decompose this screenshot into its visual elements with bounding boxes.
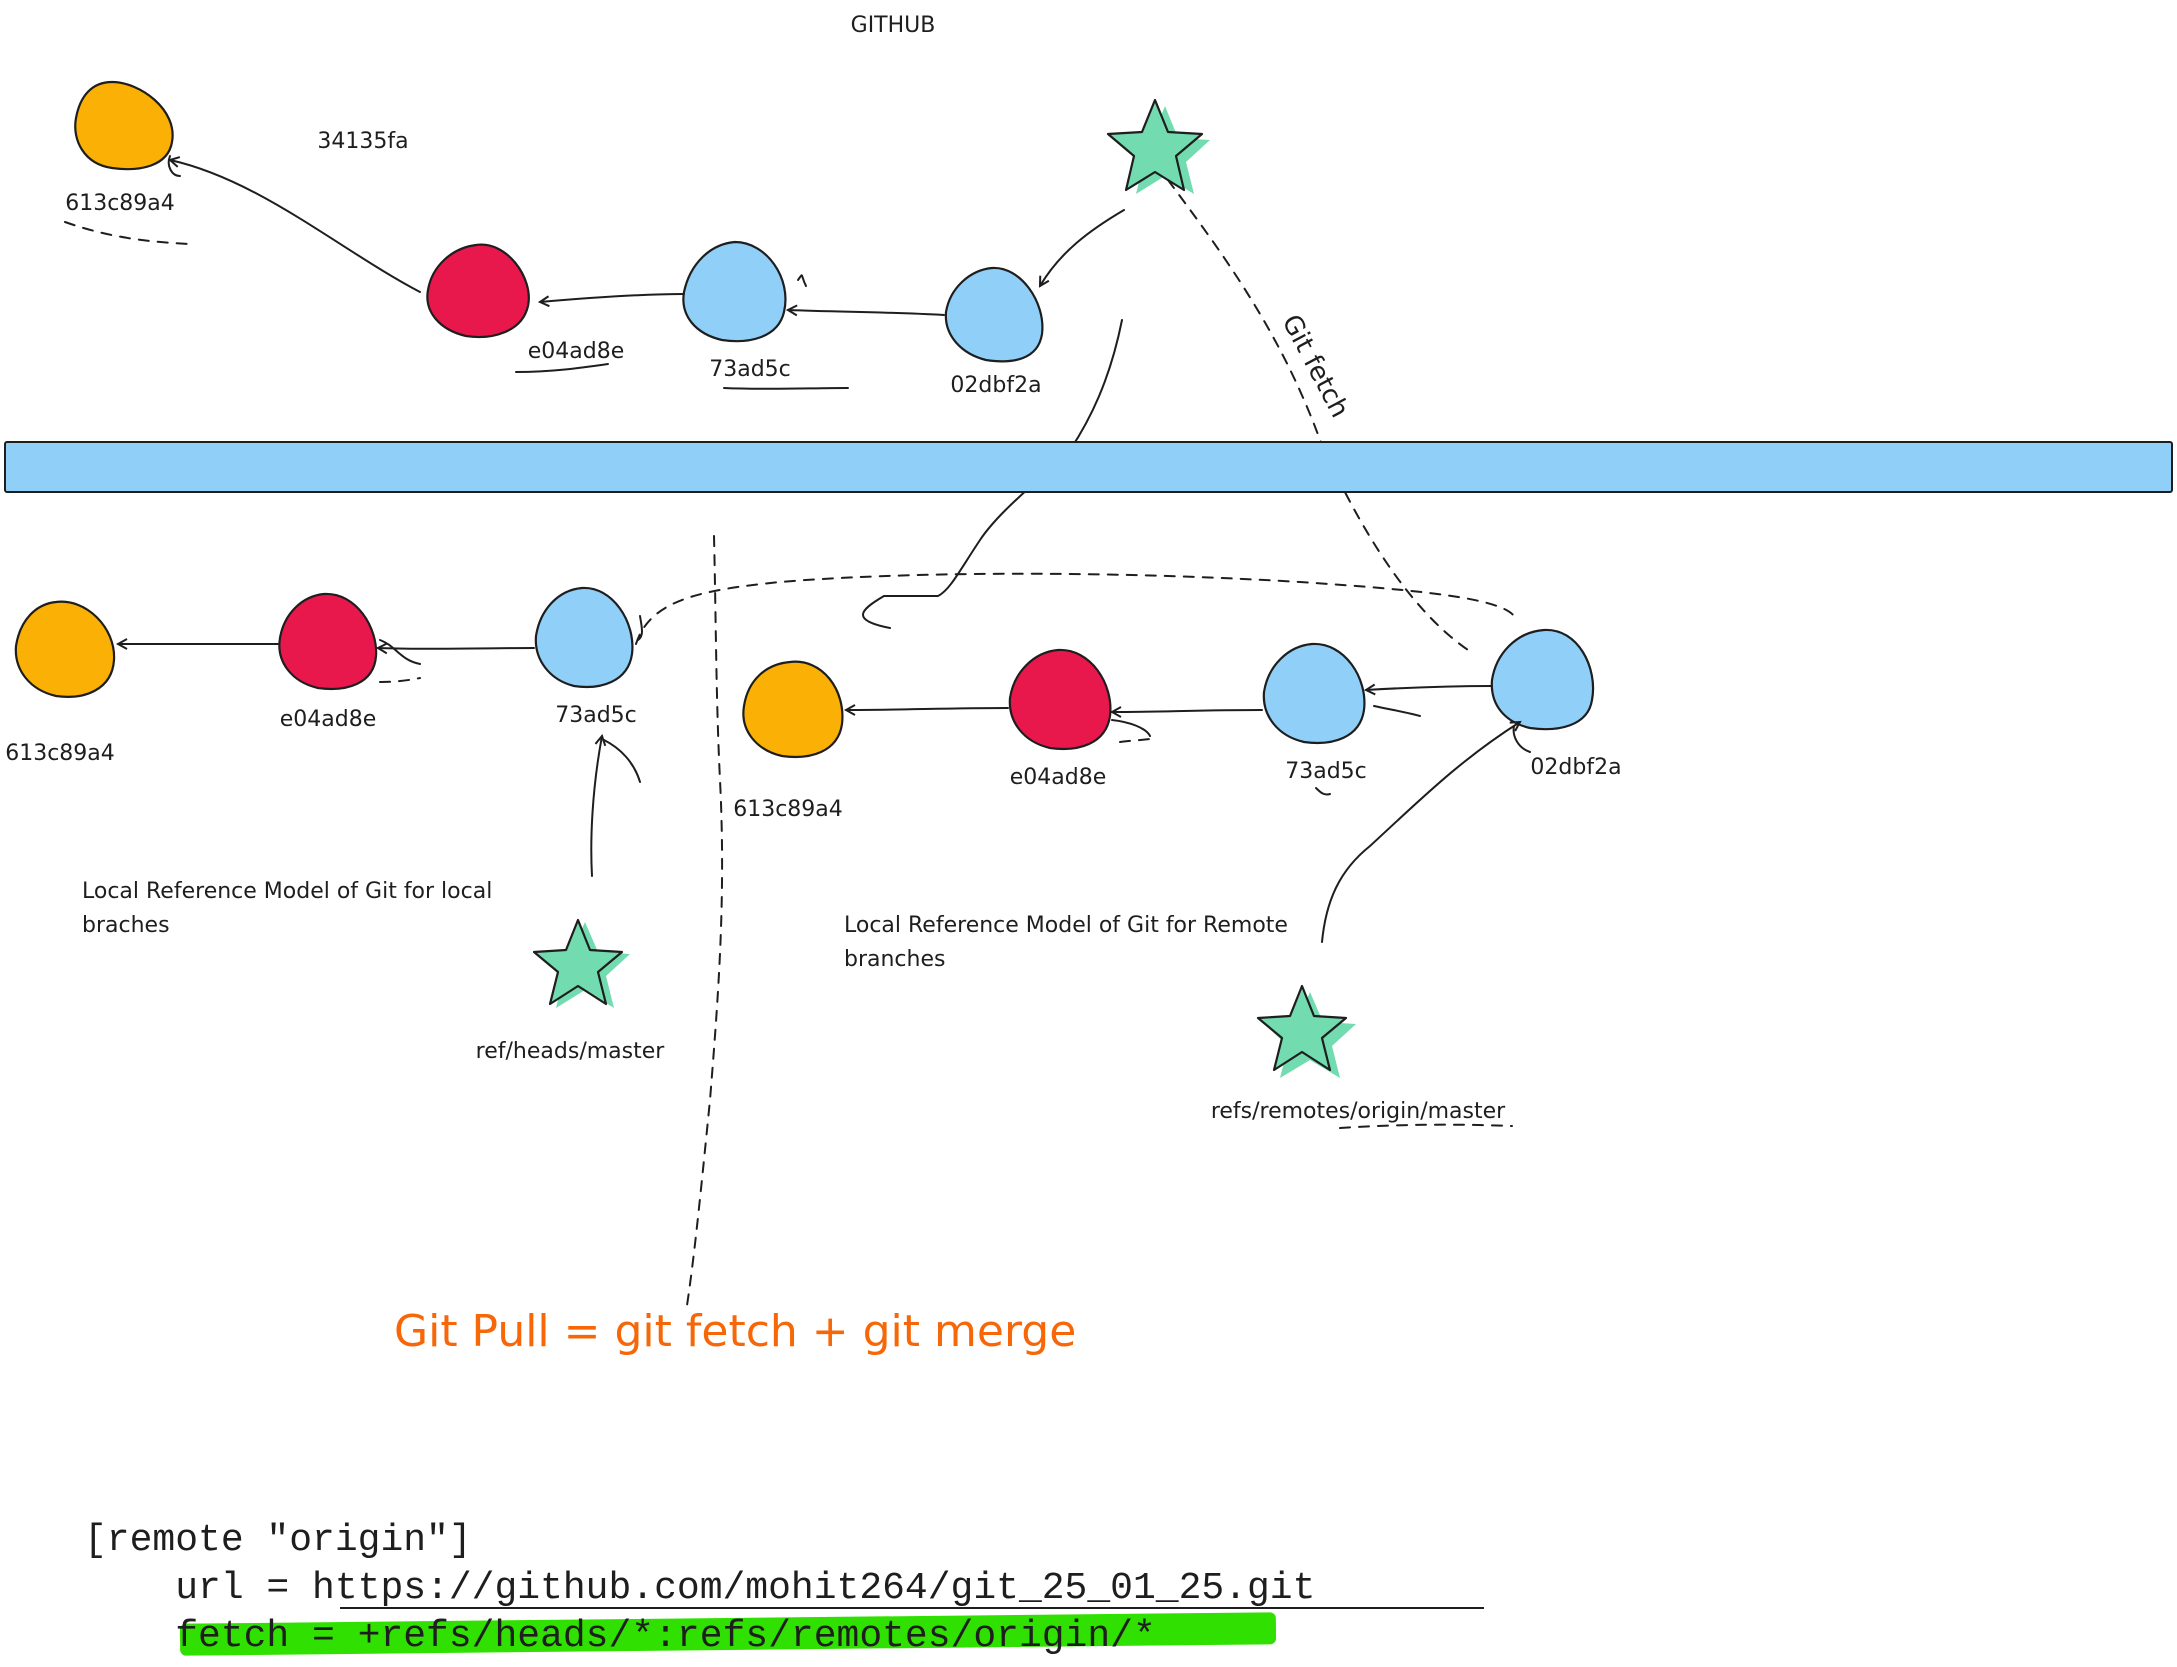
remote-branches-caption-line2: branches — [844, 947, 945, 972]
remote-tracking-commit-chain: 613c89a4 e04ad8e 73ad5c 02dbf2a — [733, 628, 1622, 822]
merge-dashed-arc — [635, 572, 1515, 645]
orphan-hash-label: 34135fa — [317, 129, 408, 154]
tracking-commit-node-73ad5c — [1262, 642, 1366, 744]
remote-commit-label-e04ad8e: e04ad8e — [528, 339, 625, 364]
local-commit-node-73ad5c — [534, 586, 634, 688]
tracking-commit-label-613c89a4: 613c89a4 — [733, 797, 843, 822]
local-commit-node-e04ad8e — [278, 592, 378, 690]
commit-node-e04ad8e — [426, 243, 530, 339]
origin-master-ref-label: refs/remotes/origin/master — [1211, 1099, 1506, 1124]
local-commit-label-73ad5c: 73ad5c — [555, 703, 637, 728]
local-commit-label-613c89a4: 613c89a4 — [5, 741, 115, 766]
section-divider-dashed — [685, 535, 724, 1313]
remote-commit-label-73ad5c: 73ad5c — [709, 357, 791, 382]
local-branches-caption-line2: braches — [82, 913, 170, 938]
github-heading: GITHUB — [851, 13, 936, 38]
commit-node-73ad5c — [682, 240, 787, 343]
git-config-snippet: [remote "origin"] url = https://github.c… — [84, 1519, 1484, 1658]
config-url-line: url = https://github.com/mohit264/git_25… — [84, 1567, 1315, 1610]
origin-master-star-icon — [1256, 984, 1348, 1072]
tracking-commit-label-e04ad8e: e04ad8e — [1010, 765, 1107, 790]
local-master-star-icon — [532, 918, 624, 1006]
local-commit-node-613c89a4 — [14, 600, 116, 698]
git-fetch-dashed-path — [1167, 179, 1469, 651]
remote-commit-label-613c89a4: 613c89a4 — [65, 191, 175, 216]
fetch-line-highlight — [179, 1612, 1277, 1656]
remote-commit-label-02dbf2a: 02dbf2a — [950, 373, 1041, 398]
commit-node-02dbf2a — [944, 266, 1044, 363]
remote-commit-chain: 613c89a4 e04ad8e 73ad5c 02dbf2a 34135fa — [64, 80, 1044, 398]
tracking-commit-node-613c89a4 — [742, 660, 844, 758]
local-branches-caption-line1: Local Reference Model of Git for local — [82, 879, 492, 904]
config-fetch-line: fetch = +refs/heads/*:refs/remotes/origi… — [84, 1615, 1156, 1658]
tracking-commit-node-e04ad8e — [1008, 648, 1112, 750]
tracking-commit-node-02dbf2a — [1490, 628, 1595, 731]
commit-node-613c89a4 — [74, 80, 174, 171]
local-commit-label-e04ad8e: e04ad8e — [280, 707, 377, 732]
network-separator-bar — [4, 441, 2173, 493]
local-master-ref-label: ref/heads/master — [476, 1039, 666, 1064]
git-fetch-label: Git fetch — [1276, 310, 1355, 423]
tracking-commit-label-02dbf2a: 02dbf2a — [1530, 755, 1621, 780]
git-pull-formula: Git Pull = git fetch + git merge — [394, 1306, 1076, 1357]
config-remote-header: [remote "origin"] — [84, 1519, 472, 1562]
local-commit-chain: 613c89a4 e04ad8e 73ad5c — [5, 586, 643, 766]
remote-head-star-icon — [1106, 98, 1204, 192]
remote-branches-caption-line1: Local Reference Model of Git for Remote — [844, 913, 1288, 938]
remote-to-local-connector — [862, 319, 1123, 629]
tracking-commit-label-73ad5c: 73ad5c — [1285, 759, 1367, 784]
